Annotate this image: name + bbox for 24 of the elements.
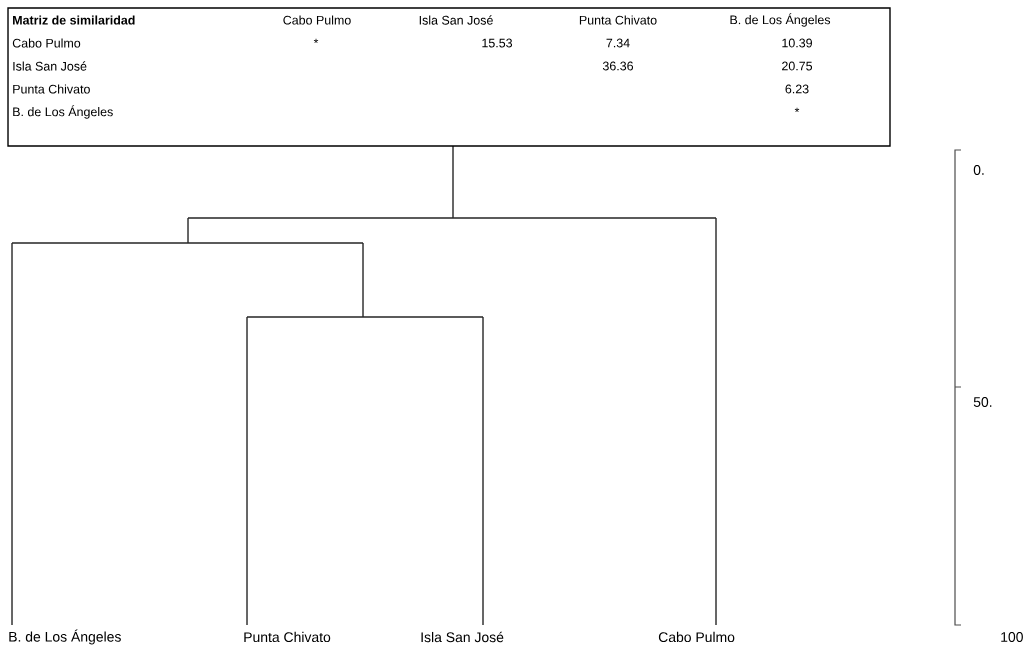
table-cell: Isla San José [13,61,87,71]
leaf-label: Isla San José [421,631,504,643]
table-cell: * [794,107,800,113]
scale-label: 0. [973,165,984,175]
table-cell: Isla San José [419,15,493,25]
table-cell: 7.34 [606,38,630,48]
leaf-label: B. de Los Ángeles [9,629,121,645]
table-cell: Punta Chivato [579,15,657,25]
table-cell: 10.39 [782,38,812,48]
leaf-label: Cabo Pulmo [658,631,735,643]
table-cell: 36.36 [602,61,634,71]
table-cell: B. de Los Ángeles [730,13,831,27]
table-header-cell: Matriz de similaridad [13,15,135,25]
table-cell: Cabo Pulmo [12,38,81,48]
table-cell: 15.53 [482,38,513,48]
scale-label: 50. [973,397,992,407]
scale-label: 100 [1001,632,1023,642]
table-cell: 6.23 [785,84,809,94]
table-cell: 20.75 [782,61,813,71]
table-cell: B. de Los Ángeles [13,105,113,119]
leaf-label: Punta Chivato [244,631,331,643]
table-cell: * [313,38,319,44]
table-cell: Cabo Pulmo [283,15,351,25]
table-cell: Punta Chivato [13,84,90,94]
